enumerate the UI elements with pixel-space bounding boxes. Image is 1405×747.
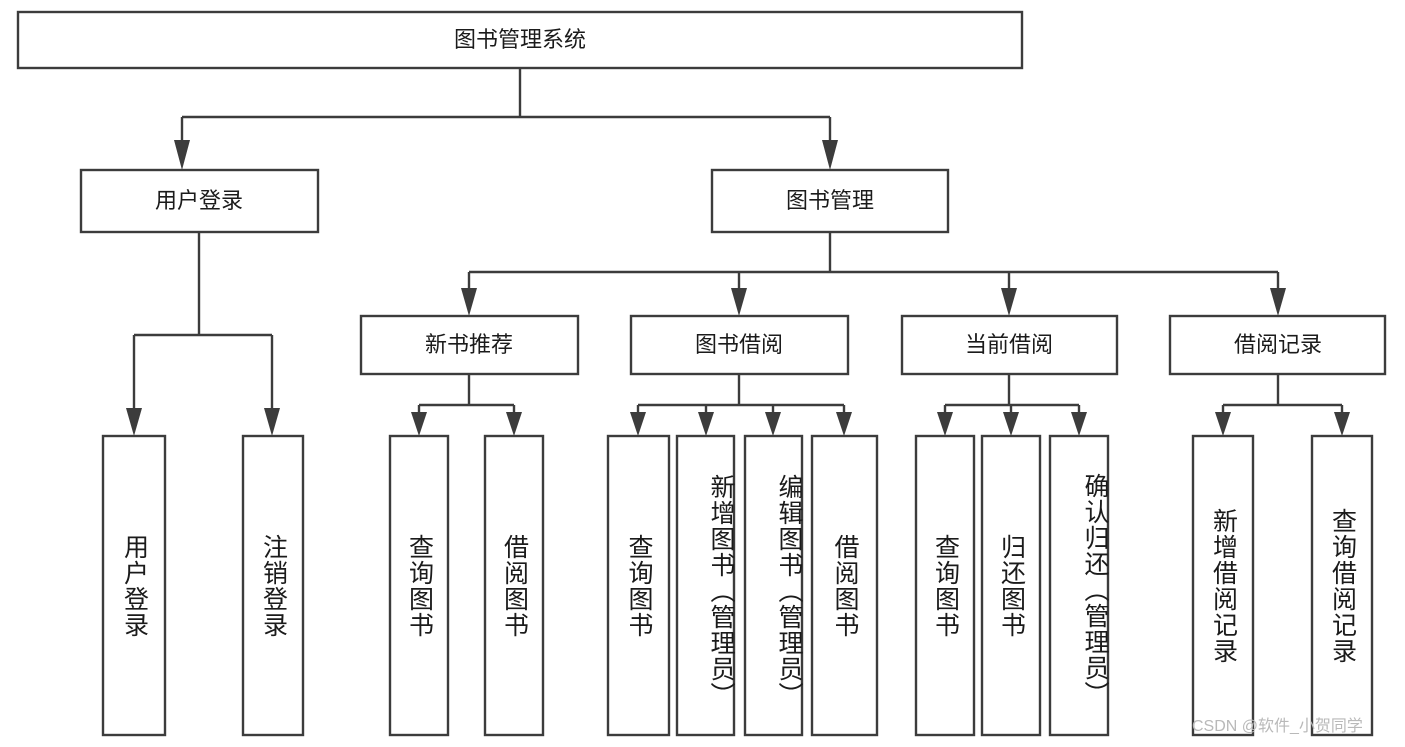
arrow-head-leaf-add-book [698,412,714,436]
arrow-head-user-login [174,140,190,170]
node-book-manage-label: 图书管理 [786,188,874,213]
node-borrow-record[interactable]: 借阅记录 [1168,314,1387,376]
node-new-book-rec[interactable]: 新书推荐 [359,314,580,376]
node-book-borrow[interactable]: 图书借阅 [629,314,850,376]
node-current-borrow-box[interactable] [900,314,1119,376]
node-root[interactable]: 图书管理系统 [16,10,1024,70]
node-leaf-borrow-book-2-box[interactable] [810,434,879,737]
node-borrow-record-label: 借阅记录 [1234,332,1322,357]
arrow-head-leaf-borrow-book-2 [836,412,852,436]
arrow-head-leaf-query-book-1 [411,412,427,436]
arrow-head-leaf-query-book-3 [937,412,953,436]
arrow-head-book-borrow [731,288,747,316]
node-book-borrow-label: 图书借阅 [695,332,783,357]
leaf-node-boxes [101,434,1374,737]
node-current-borrow-label: 当前借阅 [965,332,1053,357]
arrow-head-current-borrow [1001,288,1017,316]
node-current-borrow[interactable]: 当前借阅 [900,314,1119,376]
node-leaf-return-book-box[interactable] [980,434,1042,737]
node-book-manage-box[interactable] [710,168,950,234]
connector-group-root [174,68,838,170]
node-leaf-borrow-book-1-box[interactable] [483,434,545,737]
connector-group-current-borrow [937,374,1087,436]
arrow-head-leaf-user-login [126,408,142,436]
node-leaf-query-record-box[interactable] [1310,434,1374,737]
connector-group-borrow-record [1215,374,1350,436]
arrow-head-leaf-return-book [1003,412,1019,436]
node-user-login-label: 用户登录 [155,188,243,213]
arrow-head-leaf-confirm-return [1071,412,1087,436]
node-leaf-query-book-3-box[interactable] [914,434,976,737]
connector-group-user-login [126,232,280,436]
arrow-head-leaf-logout-login [264,408,280,436]
node-book-manage[interactable]: 图书管理 [710,168,950,234]
node-new-book-rec-box[interactable] [359,314,580,376]
connector-group-new-book-rec [411,374,522,436]
arrow-head-leaf-query-book-2 [630,412,646,436]
arrow-head-leaf-borrow-book-1 [506,412,522,436]
node-root-label: 图书管理系统 [454,27,586,52]
arrow-head-borrow-record [1270,288,1286,316]
connector-group-book-borrow [630,374,852,436]
node-leaf-logout-login-box[interactable] [241,434,305,737]
node-leaf-query-book-2-box[interactable] [606,434,671,737]
node-root-box[interactable] [16,10,1024,70]
node-book-borrow-box[interactable] [629,314,850,376]
arrow-head-leaf-add-record [1215,412,1231,436]
node-borrow-record-box[interactable] [1168,314,1387,376]
node-leaf-query-book-1-box[interactable] [388,434,450,737]
csdn-watermark: CSDN @软件_小贺同学 [1192,718,1363,735]
node-leaf-confirm-return-box[interactable] [1048,434,1110,737]
node-leaf-add-record-box[interactable] [1191,434,1255,737]
connector-group-book-manage [461,232,1286,316]
node-user-login[interactable]: 用户登录 [79,168,320,234]
arrow-head-leaf-edit-book [765,412,781,436]
node-leaf-add-book-box[interactable] [675,434,736,737]
node-user-login-box[interactable] [79,168,320,234]
arrow-head-leaf-query-record [1334,412,1350,436]
arrow-head-new-book-rec [461,288,477,316]
node-leaf-user-login-box[interactable] [101,434,167,737]
node-new-book-rec-label: 新书推荐 [425,332,513,357]
node-leaf-edit-book-box[interactable] [743,434,804,737]
arrow-head-book-manage [822,140,838,170]
